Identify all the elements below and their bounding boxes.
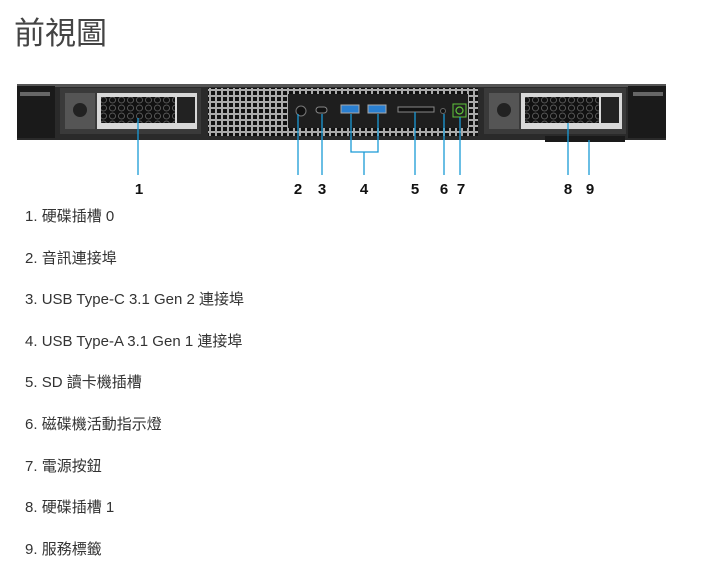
item-number: 4.	[25, 332, 38, 350]
item-number: 8.	[25, 499, 38, 517]
item-number: 6.	[25, 415, 38, 433]
item-number: 7.	[25, 457, 38, 475]
item-number: 9.	[25, 540, 38, 558]
callout-5: 5	[411, 181, 419, 198]
usb-a-port-1[interactable]	[340, 104, 360, 114]
list-item: 1. 硬碟插槽 0	[25, 206, 244, 248]
list-item: 6. 磁碟機活動指示燈	[25, 414, 244, 456]
list-item: 4. USB Type-A 3.1 Gen 1 連接埠	[25, 331, 244, 373]
callout-8: 8	[564, 181, 572, 198]
list-item: 8. 硬碟插槽 1	[25, 497, 244, 539]
usb-c-port[interactable]	[315, 106, 328, 114]
list-item: 7. 電源按鈕	[25, 456, 244, 498]
item-number: 2.	[25, 249, 38, 267]
item-label: 電源按鈕	[41, 457, 102, 475]
list-item: 2. 音訊連接埠	[25, 248, 244, 290]
callout-9: 9	[586, 181, 594, 198]
drive-bay-0[interactable]	[60, 88, 201, 134]
server-front-view-diagram: 1 2 3 4 5 6 7 8 9	[17, 84, 666, 198]
item-label: 磁碟機活動指示燈	[41, 415, 162, 433]
drive-bay-1[interactable]	[484, 88, 626, 134]
callout-1: 1	[135, 181, 143, 198]
power-icon	[455, 106, 464, 115]
callout-3: 3	[318, 181, 326, 198]
item-label: USB Type-C 3.1 Gen 2 連接埠	[41, 291, 244, 309]
item-label: 服務標籤	[41, 540, 102, 558]
item-label: USB Type-A 3.1 Gen 1 連接埠	[41, 332, 243, 350]
callout-lines	[137, 112, 590, 175]
item-label: 硬碟插槽 1	[41, 499, 115, 517]
component-list: 1. 硬碟插槽 0 2. 音訊連接埠 3. USB Type-C 3.1 Gen…	[25, 206, 244, 580]
page-title: 前視圖	[14, 16, 107, 51]
audio-port[interactable]	[295, 105, 307, 117]
power-button[interactable]	[452, 103, 467, 118]
list-item: 9. 服務標籤	[25, 539, 244, 580]
callout-6: 6	[440, 181, 448, 198]
sd-card-slot[interactable]	[397, 106, 435, 113]
callout-7: 7	[457, 181, 465, 198]
item-label: 音訊連接埠	[41, 249, 117, 267]
list-item: 3. USB Type-C 3.1 Gen 2 連接埠	[25, 289, 244, 331]
item-number: 5.	[25, 374, 38, 392]
callout-4: 4	[360, 181, 369, 198]
service-tag	[545, 136, 625, 142]
usb-a-port-2[interactable]	[367, 104, 387, 114]
callout-2: 2	[294, 181, 302, 198]
item-number: 1.	[25, 208, 38, 225]
item-number: 3.	[25, 291, 38, 309]
list-item: 5. SD 讀卡機插槽	[25, 372, 244, 414]
item-label: 硬碟插槽 0	[41, 208, 115, 225]
item-label: SD 讀卡機插槽	[41, 374, 142, 392]
drive-activity-led	[440, 108, 446, 114]
